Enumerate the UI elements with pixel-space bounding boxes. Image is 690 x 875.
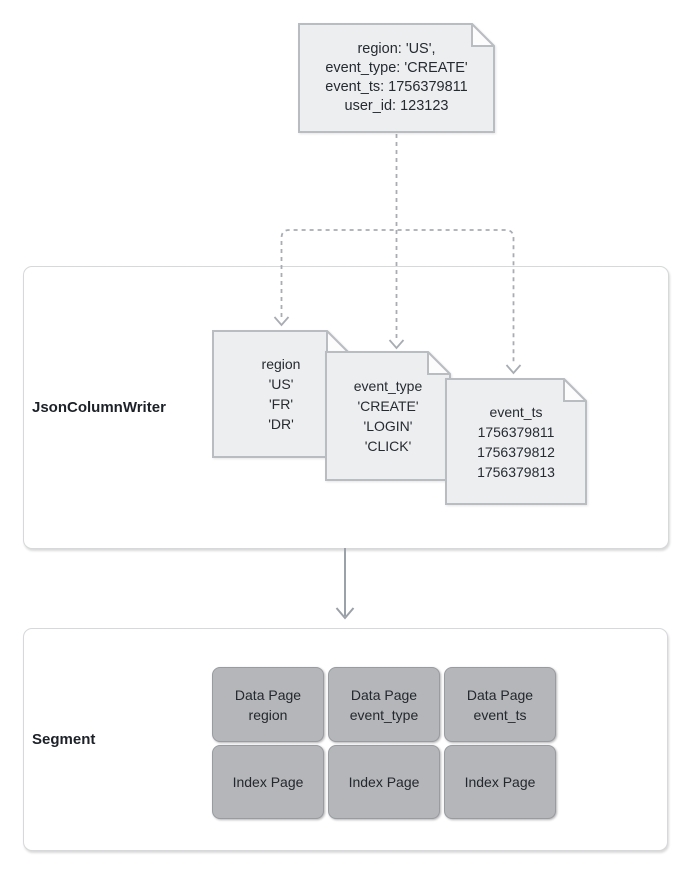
note-fold-icon (563, 378, 587, 402)
page-column: event_type (349, 706, 419, 723)
column-event-type-text: event_type 'CREATE' 'LOGIN' 'CLICK' (325, 351, 451, 481)
segment-page-grid: Data Page region Data Page event_type Da… (212, 667, 556, 819)
column-event-ts-text: event_ts 1756379811 1756379812 175637981… (445, 378, 587, 505)
json-column-writer-label: JsonColumnWriter (32, 399, 166, 416)
column-value: 'CLICK' (364, 438, 412, 454)
column-title: event_type (353, 378, 423, 394)
arrow-down-icon (335, 607, 355, 620)
index-page-box: Index Page (328, 745, 440, 819)
source-record-text: region: 'US', event_type: 'CREATE' event… (298, 23, 495, 133)
arrow-down-icon (505, 364, 522, 375)
fanout-dashed-connector (280, 229, 515, 365)
column-value: 'DR' (268, 416, 294, 432)
record-line: user_id: 123123 (344, 98, 449, 114)
note-shape (325, 351, 451, 481)
column-value: 'CREATE' (357, 398, 419, 414)
column-note-event-ts: event_ts 1756379811 1756379812 175637981… (445, 378, 587, 505)
record-line: region: 'US', (357, 41, 436, 57)
page-label: Index Page (232, 774, 304, 790)
column-title: region (261, 356, 301, 372)
page-label: Data Page (234, 686, 302, 703)
data-page-event-type-box: Data Page event_type (328, 667, 440, 742)
page-column: event_ts (473, 706, 527, 723)
source-record-note: region: 'US', event_type: 'CREATE' event… (298, 23, 495, 133)
page-label: Data Page (466, 686, 534, 703)
record-line: event_ts: 1756379811 (325, 79, 468, 95)
column-value: 1756379811 (477, 423, 555, 440)
note-fold-icon (471, 23, 495, 47)
note-shape (445, 378, 587, 505)
note-fold-icon (427, 351, 451, 375)
column-value: 1756379813 (477, 463, 555, 480)
column-note-event-type: event_type 'CREATE' 'LOGIN' 'CLICK' (325, 351, 451, 481)
column-value: 'FR' (268, 396, 293, 412)
page-label: Data Page (350, 686, 418, 703)
column-value: 'US' (268, 376, 294, 392)
page-column: region (248, 706, 288, 723)
column-value: 'LOGIN' (363, 418, 413, 434)
index-page-box: Index Page (444, 745, 556, 819)
index-page-box: Index Page (212, 745, 324, 819)
column-value: 1756379812 (477, 443, 555, 460)
page-label: Index Page (464, 774, 536, 790)
page-label: Index Page (348, 774, 420, 790)
data-page-region-box: Data Page region (212, 667, 324, 742)
column-note-region: region 'US' 'FR' 'DR' (212, 330, 350, 458)
column-region-text: region 'US' 'FR' 'DR' (212, 330, 350, 458)
data-page-event-ts-box: Data Page event_ts (444, 667, 556, 742)
record-line: event_type: 'CREATE' (325, 60, 468, 76)
arrow-down-icon (388, 339, 405, 350)
arrow-down-icon (273, 316, 290, 327)
column-title: event_ts (489, 403, 543, 420)
note-shape (298, 23, 495, 133)
segment-label: Segment (32, 731, 96, 748)
